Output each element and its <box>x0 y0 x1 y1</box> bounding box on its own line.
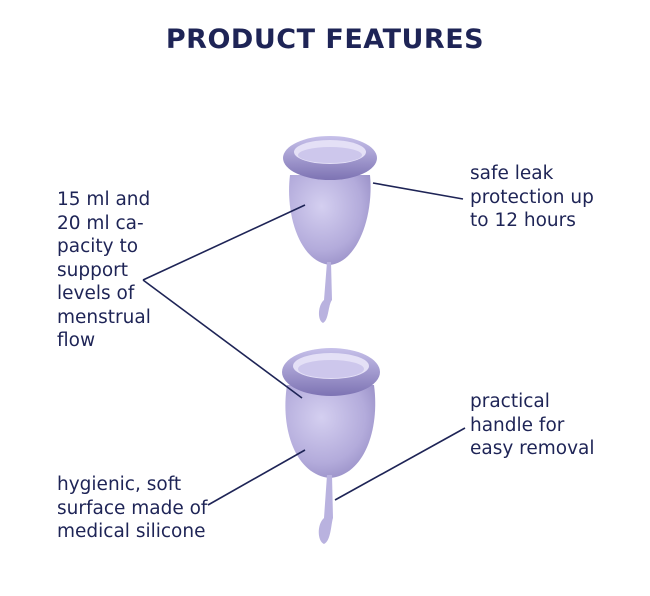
menstrual-cup-small <box>283 136 377 323</box>
menstrual-cup-large <box>282 348 380 544</box>
callout-line-handle <box>334 427 466 501</box>
callout-line-silicone <box>207 449 306 506</box>
feature-handle: practical handle for easy removal <box>470 391 595 459</box>
callout-line-capacity-small <box>142 204 306 281</box>
callout-line-leak <box>372 182 464 200</box>
feature-leak-protection: safe leak protection up to 12 hours <box>470 163 594 231</box>
callout-line-capacity-large <box>142 279 303 399</box>
feature-silicone: hygienic, soft surface made of medical s… <box>57 474 208 542</box>
page-title: PRODUCT FEATURES <box>165 24 485 55</box>
feature-capacity: 15 ml and 20 ml ca- pacity to support le… <box>57 189 151 351</box>
